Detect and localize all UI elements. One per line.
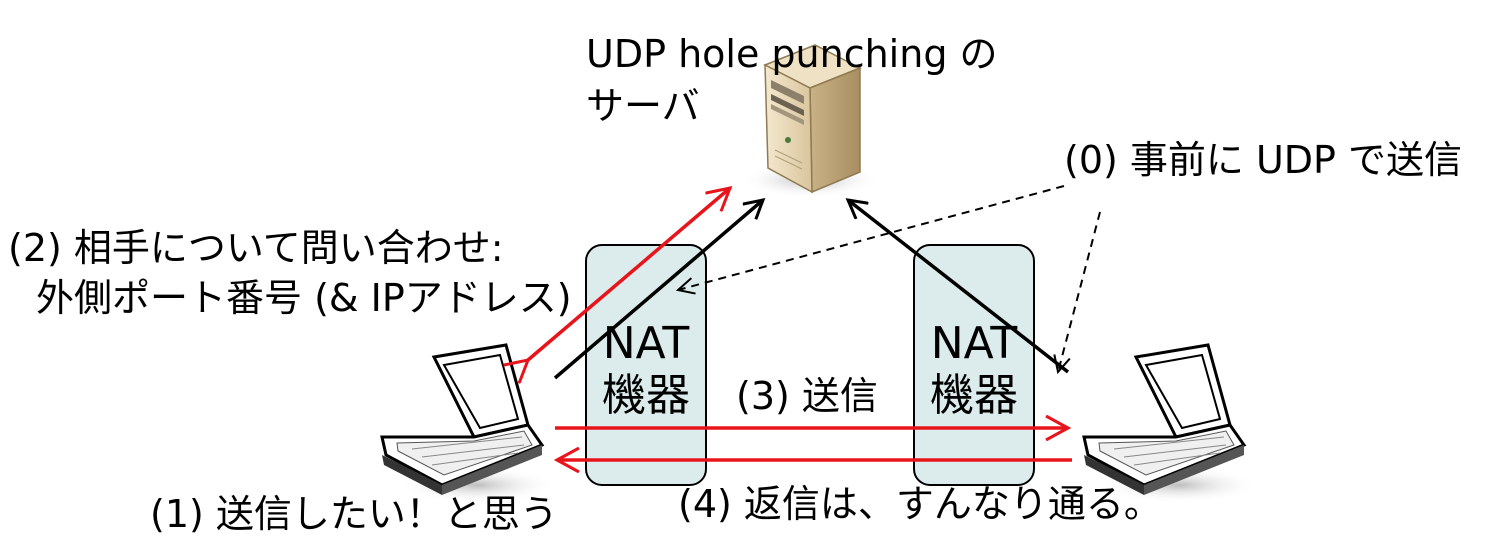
nat-box-right (913, 244, 1035, 486)
server-tower-icon (740, 44, 880, 198)
pre-send-arrow-right (848, 200, 1070, 374)
nat-label-left: NAT 機器 (586, 318, 706, 422)
nat-label-left-line1: NAT (602, 318, 690, 369)
step0-pointer-to-left-nat (675, 185, 1065, 295)
nat-label-right-line1: NAT (930, 318, 1018, 369)
query-arrow (528, 188, 730, 360)
step4-label: (4) 返信は、すんなり通る。 (678, 482, 1162, 526)
nat-label-right-line2: 機器 (930, 370, 1018, 421)
step2-label-line1: (2) 相手について問い合わせ: (8, 226, 504, 270)
laptop-icon-left (380, 343, 557, 503)
step0-pointer-to-right-nat (1053, 211, 1101, 375)
step3-label: (3) 送信 (736, 374, 878, 418)
nat-label-left-line2: 機器 (602, 370, 690, 421)
server-title-line1: UDP hole punching の (586, 32, 998, 76)
server-title-line2: サーバ (586, 84, 700, 128)
pre-send-arrow-left (553, 200, 763, 380)
nat-label-right: NAT 機器 (914, 318, 1034, 422)
step2-label-line2: 外側ポート番号 (& IPアドレス) (36, 276, 572, 320)
laptop-icon-right (1082, 343, 1259, 503)
step0-label: (0) 事前に UDP で送信 (1064, 138, 1463, 182)
step1-label: (1) 送信したい！と思う (150, 492, 558, 536)
